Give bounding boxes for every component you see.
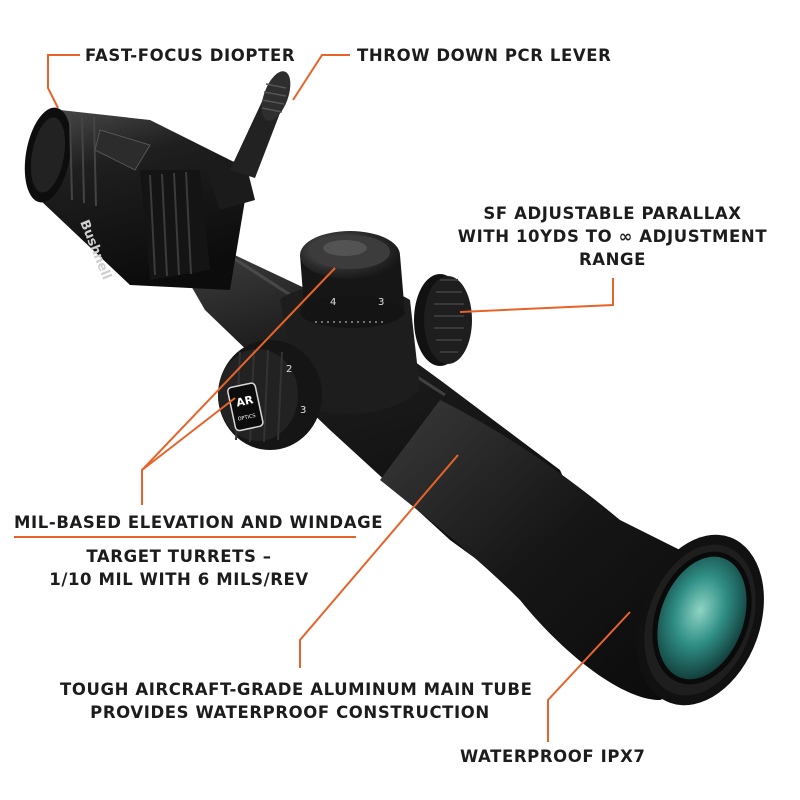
badge-text-ar: AR	[235, 393, 255, 409]
callout-lines	[14, 54, 631, 742]
objective-lens	[652, 551, 752, 685]
turret-number-3: 3	[378, 297, 384, 308]
turret-number-2: 2	[286, 364, 292, 375]
callout-parallax-line1: SF ADJUSTABLE PARALLAX	[483, 204, 742, 223]
callout-tube: TOUGH AIRCRAFT-GRADE ALUMINUM MAIN TUBE …	[60, 678, 533, 724]
pcr-lever	[205, 71, 291, 210]
callout-parallax-line2: WITH 10YDS TO ∞ ADJUSTMENT	[457, 227, 768, 246]
callout-turrets-line1: TARGET TURRETS –	[86, 547, 272, 566]
callout-tube-line2: PROVIDES WATERPROOF CONSTRUCTION	[90, 703, 490, 722]
callout-line-tube	[299, 454, 459, 668]
callout-tube-line1: TOUGH AIRCRAFT-GRADE ALUMINUM MAIN TUBE	[60, 680, 533, 699]
ar-optics-badge: AR OPTICS	[227, 382, 264, 432]
callout-parallax: SF ADJUSTABLE PARALLAX WITH 10YDS TO ∞ A…	[440, 202, 785, 271]
callout-elevation-title: MIL-BASED ELEVATION AND WINDAGE	[14, 513, 384, 532]
callout-diopter: FAST-FOCUS DIOPTER	[85, 46, 296, 65]
callout-line-parallax	[459, 278, 614, 313]
turret-number-4: 4	[330, 297, 336, 308]
callout-line-elevation-b	[141, 397, 236, 471]
callout-parallax-line3: RANGE	[578, 250, 647, 269]
parallax-turret	[414, 274, 472, 366]
callout-line-diopter	[47, 54, 80, 109]
callout-pcr-lever: THROW DOWN PCR LEVER	[357, 46, 612, 65]
callout-line-waterproof	[547, 611, 631, 742]
callout-turrets: TARGET TURRETS – 1/10 MIL WITH 6 MILS/RE…	[14, 545, 344, 591]
turret-number-3b: 3	[300, 405, 306, 416]
eyepiece: Bushnell	[24, 107, 250, 290]
callout-waterproof: WATERPROOF IPX7	[460, 747, 646, 766]
elevation-turret: 4 3	[300, 231, 405, 328]
callout-line-pcr-lever	[292, 54, 350, 101]
badge-text-optics: OPTICS	[237, 413, 256, 423]
callout-turrets-line2: 1/10 MIL WITH 6 MILS/REV	[49, 570, 309, 589]
